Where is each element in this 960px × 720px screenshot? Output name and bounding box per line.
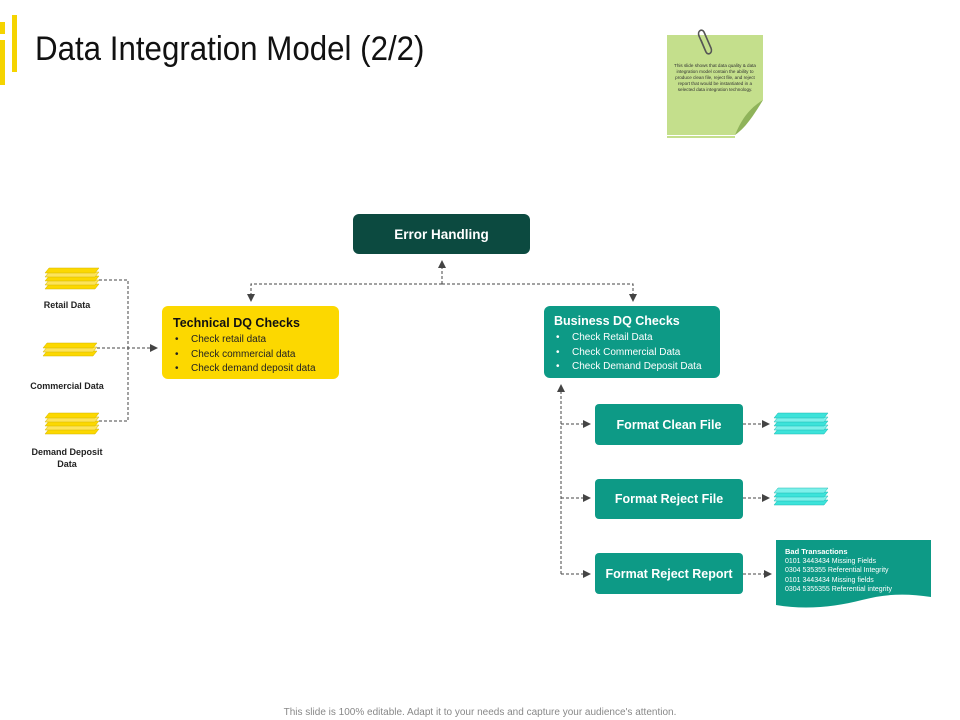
demand-deposit-data-stack-icon [44, 412, 100, 435]
clean-file-stack-icon [773, 412, 829, 435]
bad-transaction-line: 0101 3443434 Missing fields [785, 576, 874, 584]
connector-branch-tech [247, 283, 442, 302]
connector-branch-biz [442, 283, 637, 302]
technical-dq-checks-title: Technical DQ Checks [173, 316, 300, 330]
bad-transaction-line: 0101 3443434 Missing Fields [785, 557, 877, 565]
source-label-commercial: Commercial Data [30, 381, 104, 391]
technical-dq-checks-box: Technical DQ Checks Check retail data Ch… [162, 306, 339, 379]
bad-transaction-line: 0304 535355 Referential Integrity [785, 567, 889, 574]
format-reject-file-box: Format Reject File [595, 479, 743, 519]
bad-transactions-title: Bad Transactions [785, 547, 848, 556]
error-handling-box: Error Handling [353, 214, 530, 254]
business-dq-checks-box: Business DQ Checks Check Retail Data Che… [544, 306, 720, 378]
format-clean-file-box: Format Clean File [595, 404, 743, 445]
accent-bar-left-lower [0, 40, 5, 85]
source-label-deposit: Demand Deposit Data [31, 447, 103, 469]
sticky-note-fold [735, 100, 763, 135]
sticky-note-shadow [667, 136, 735, 138]
source-label-retail: Retail Data [43, 300, 91, 310]
list-item: Check retail data [173, 333, 339, 348]
retail-data-stack-icon [44, 267, 100, 290]
business-dq-checks-list: Check Retail Data Check Commercial Data … [554, 331, 720, 375]
sticky-note-text: This slide shows that data quality & dat… [674, 63, 756, 92]
technical-dq-checks-list: Check retail data Check commercial data … [173, 333, 339, 377]
bad-transactions-text: Bad Transactions 0101 3443434 Missing Fi… [785, 547, 892, 595]
connector-retail [99, 279, 129, 348]
format-reject-report-box: Format Reject Report [595, 553, 743, 594]
commercial-data-stack-icon [42, 342, 98, 357]
reject-file-stack-icon [773, 487, 829, 506]
page-title: Data Integration Model (2/2) [35, 30, 425, 68]
bad-transactions-document [776, 540, 931, 608]
business-dq-checks-title: Business DQ Checks [554, 314, 680, 328]
list-item: Check demand deposit data [173, 362, 339, 377]
paperclip-icon [697, 29, 713, 55]
accent-bar-left [0, 22, 5, 34]
footer-note: This slide is 100% editable. Adapt it to… [283, 707, 677, 718]
connector-deposit [99, 348, 129, 422]
list-item: Check Commercial Data [554, 346, 720, 361]
list-item: Check Retail Data [554, 331, 720, 346]
list-item: Check commercial data [173, 348, 339, 363]
accent-bar-right [12, 15, 17, 72]
bad-transaction-line: 0304 5355355 Referential integrity [785, 586, 893, 593]
list-item: Check Demand Deposit Data [554, 360, 720, 375]
